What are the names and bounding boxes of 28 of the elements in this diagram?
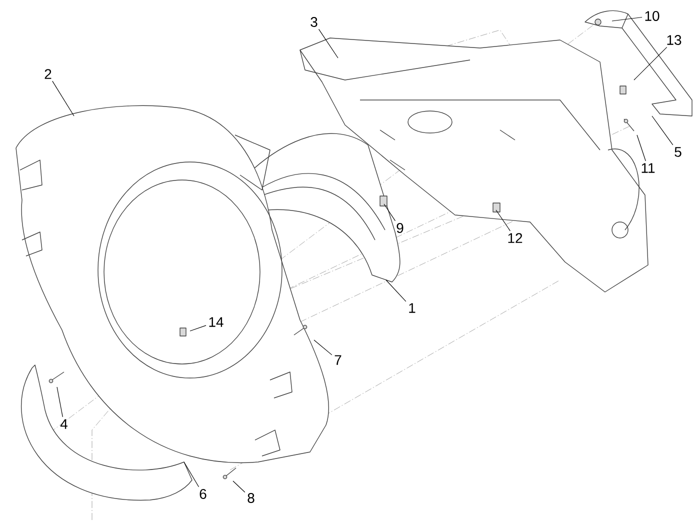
- leader-line: [190, 325, 206, 332]
- callout-number: 14: [209, 317, 224, 327]
- callout-number: 3: [310, 17, 318, 27]
- leader-line: [318, 28, 338, 58]
- leader-line: [496, 210, 510, 232]
- leader-line: [314, 340, 332, 356]
- callout-number: 11: [642, 163, 655, 173]
- callout-number: 13: [667, 35, 682, 45]
- callout-number: 12: [508, 233, 522, 243]
- callout-number: 1: [409, 303, 416, 313]
- callout-number: 5: [674, 147, 682, 157]
- leader-line: [56, 386, 63, 418]
- leader-line: [384, 204, 396, 222]
- leader-line: [636, 134, 646, 162]
- callout-number: 6: [200, 489, 206, 499]
- callout-number: 8: [248, 493, 254, 503]
- callout-number: 7: [334, 355, 342, 365]
- leader-line: [232, 480, 246, 493]
- callout-number: 10: [645, 11, 660, 21]
- leader-line: [52, 80, 74, 116]
- leader-line: [634, 46, 668, 80]
- leader-line: [386, 280, 406, 302]
- leader-line: [612, 16, 642, 22]
- callout-number: 2: [44, 69, 52, 79]
- callout-number: 9: [396, 223, 404, 233]
- leader-line: [652, 116, 674, 146]
- leader-line: [184, 462, 200, 488]
- callout-number: 4: [60, 419, 68, 429]
